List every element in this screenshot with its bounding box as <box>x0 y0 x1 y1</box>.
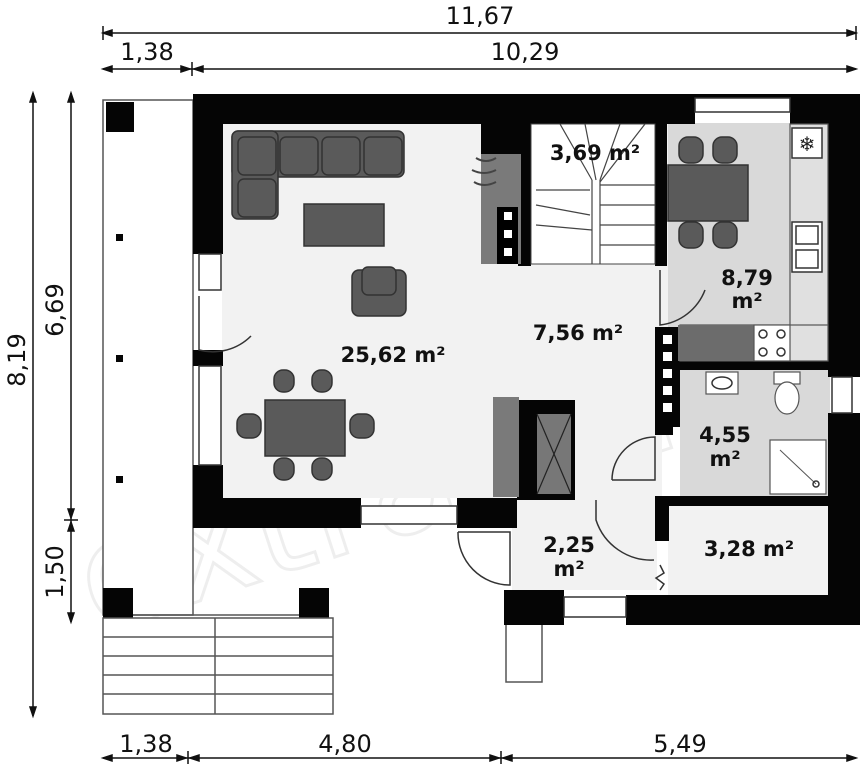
bathroom-window <box>831 376 853 414</box>
room-area-living: 25,62 m² <box>341 343 446 367</box>
chimney-block <box>493 397 572 497</box>
kitchen-door <box>659 270 706 326</box>
dimension-lines <box>28 26 859 764</box>
room-area-kitchen-unit: m² <box>731 289 762 313</box>
dim-bottom-mid: 4,80 <box>318 730 371 758</box>
room-area-bathroom-value: 4,55 <box>699 423 751 447</box>
snowflake-icon: ❄ <box>799 132 816 156</box>
entrance-steps <box>102 617 543 715</box>
fire-icon <box>471 157 497 186</box>
sofa <box>231 130 405 220</box>
dim-top-right: 10,29 <box>491 38 560 66</box>
vestibule-door <box>595 500 655 561</box>
dim-bottom-left: 1,38 <box>119 730 172 758</box>
room-area-vestibule-unit: m² <box>553 557 584 581</box>
bathroom-door <box>611 436 656 481</box>
dining-table-living <box>236 369 375 481</box>
living-window-top <box>198 253 222 291</box>
armchair <box>351 266 407 317</box>
stove <box>753 324 791 362</box>
vent-column <box>663 335 672 412</box>
living-window-side <box>198 365 222 466</box>
room-area-hall: 7,56 m² <box>533 321 623 345</box>
dim-top-total: 11,67 <box>446 2 515 30</box>
bathroom-fixtures <box>705 371 827 495</box>
room-area-bathroom-unit: m² <box>709 447 740 471</box>
terrace <box>102 99 329 618</box>
dim-left-lower: 1,50 <box>41 545 69 598</box>
room-area-kitchen-value: 8,79 <box>721 266 773 290</box>
living-window-bottom <box>360 505 458 525</box>
kitchen-window <box>694 97 791 113</box>
kitchen-counters: ❄ <box>678 123 829 362</box>
dining-table-kitchen <box>667 136 749 249</box>
terrace-door <box>198 296 252 353</box>
dim-top-left: 1,38 <box>120 38 173 66</box>
utility-floor <box>668 506 828 596</box>
staircase <box>471 123 656 265</box>
room-area-utility: 3,28 m² <box>704 537 794 561</box>
coffee-table <box>303 203 385 247</box>
dim-left-upper: 6,69 <box>41 283 69 336</box>
vestibule-floor <box>512 498 657 590</box>
room-area-stairs: 3,69 m² <box>550 141 640 165</box>
zigzag <box>654 564 666 591</box>
dim-left-total: 8,19 <box>3 333 31 386</box>
utility-window <box>563 596 627 618</box>
entrance-door <box>457 531 511 586</box>
room-area-vestibule-value: 2,25 <box>543 533 595 557</box>
doors <box>198 270 706 591</box>
dim-bottom-right: 5,49 <box>653 730 706 758</box>
